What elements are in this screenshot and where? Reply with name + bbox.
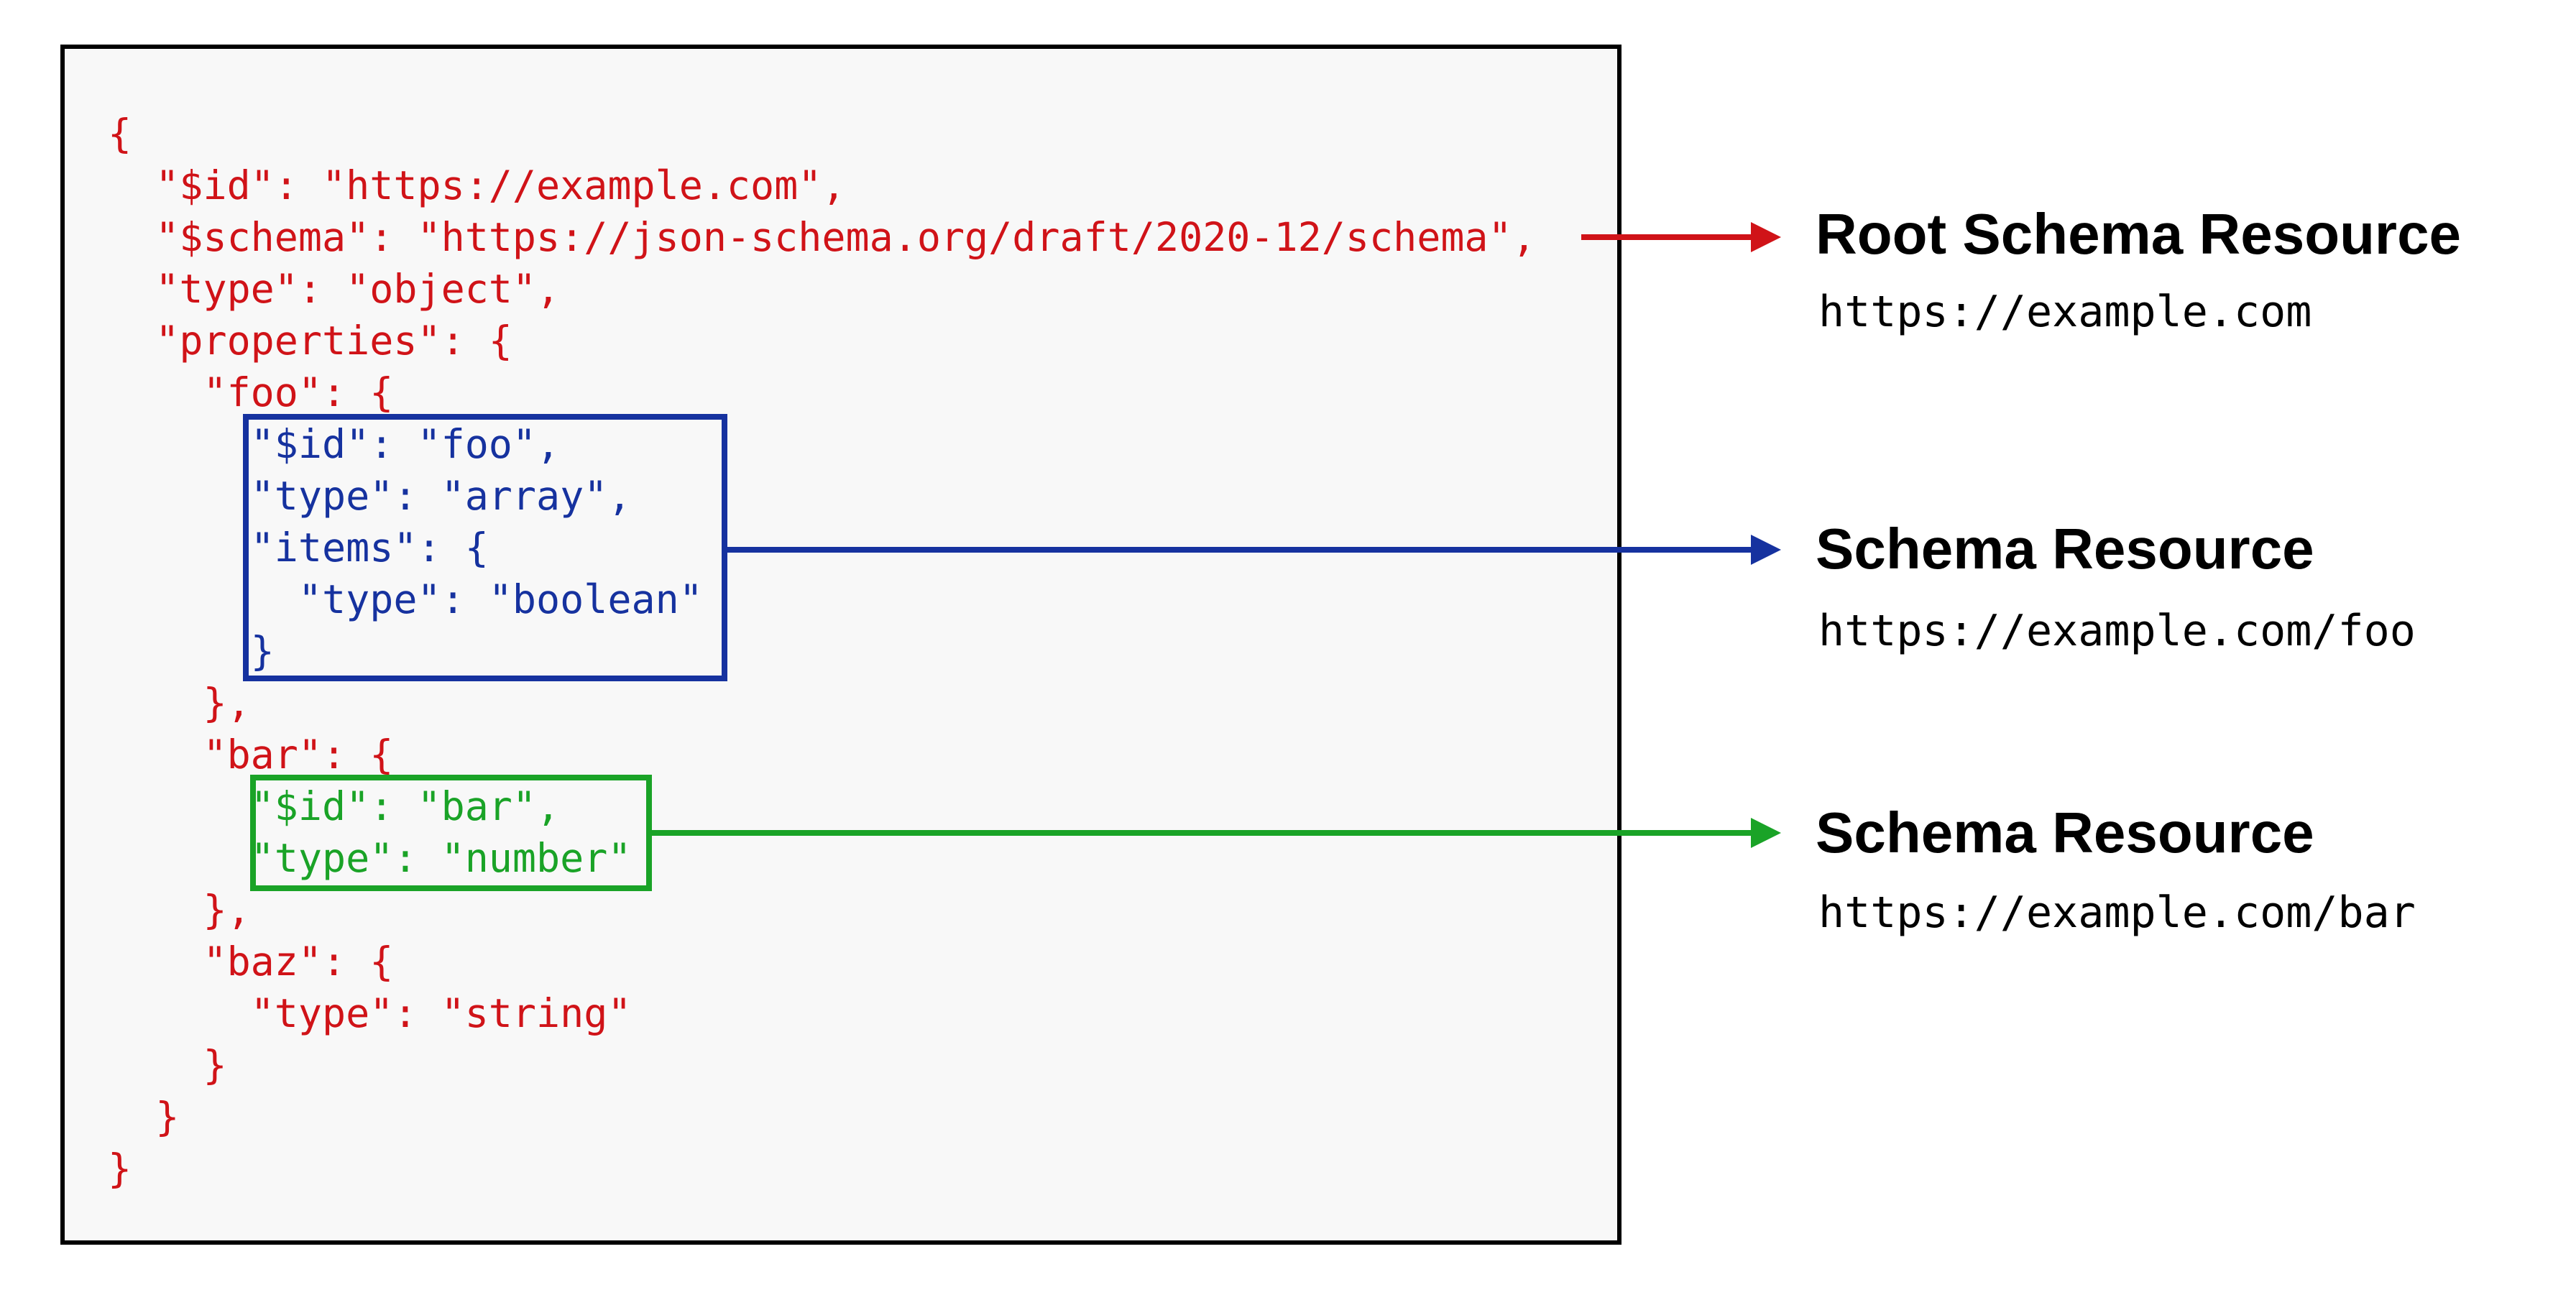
code-line: } — [108, 1094, 180, 1140]
foo-schema-resource-url: https://example.com/foo — [1818, 606, 2416, 656]
code-line: }, — [108, 887, 251, 933]
code-line: }, — [108, 680, 251, 726]
code-line: "type": "number" — [108, 835, 632, 881]
code-line: "type": "string" — [108, 990, 632, 1036]
bar-schema-resource-url: https://example.com/bar — [1818, 888, 2416, 938]
json-code-block: { "$id": "https://example.com", "$schema… — [108, 108, 1536, 1194]
foo-schema-arrow-line — [726, 547, 1752, 553]
bar-schema-highlight-box — [250, 775, 652, 891]
foo-schema-highlight-box — [243, 414, 727, 681]
code-line: } — [108, 1042, 227, 1088]
code-line: "$id": "bar", — [108, 783, 561, 829]
code-line: "foo": { — [108, 369, 394, 415]
code-line: "properties": { — [108, 318, 512, 364]
code-line: } — [108, 1146, 132, 1192]
code-line: "bar": { — [108, 732, 394, 778]
code-line: { — [108, 111, 132, 157]
code-line: "type": "array", — [108, 473, 632, 519]
foo-schema-resource-title: Schema Resource — [1816, 517, 2314, 581]
code-line: "type": "object", — [108, 266, 561, 312]
code-line: "baz": { — [108, 939, 394, 985]
code-line: "items": { — [108, 525, 489, 571]
root-schema-arrow-line — [1581, 234, 1752, 240]
bar-schema-arrowhead-icon — [1751, 818, 1781, 848]
code-line: "$id": "foo", — [108, 421, 561, 467]
root-schema-arrowhead-icon — [1751, 222, 1781, 252]
code-line: "$id": "https://example.com", — [108, 162, 846, 208]
root-schema-resource-title: Root Schema Resource — [1816, 202, 2462, 266]
bar-schema-resource-title: Schema Resource — [1816, 801, 2314, 865]
code-line: "$schema": "https://json-schema.org/draf… — [108, 214, 1536, 260]
foo-schema-arrowhead-icon — [1751, 535, 1781, 565]
schema-code-panel — [60, 45, 1622, 1245]
root-schema-resource-url: https://example.com — [1818, 287, 2312, 337]
code-line: "type": "boolean" — [108, 576, 703, 622]
code-line: } — [108, 628, 275, 674]
bar-schema-arrow-line — [650, 830, 1752, 836]
